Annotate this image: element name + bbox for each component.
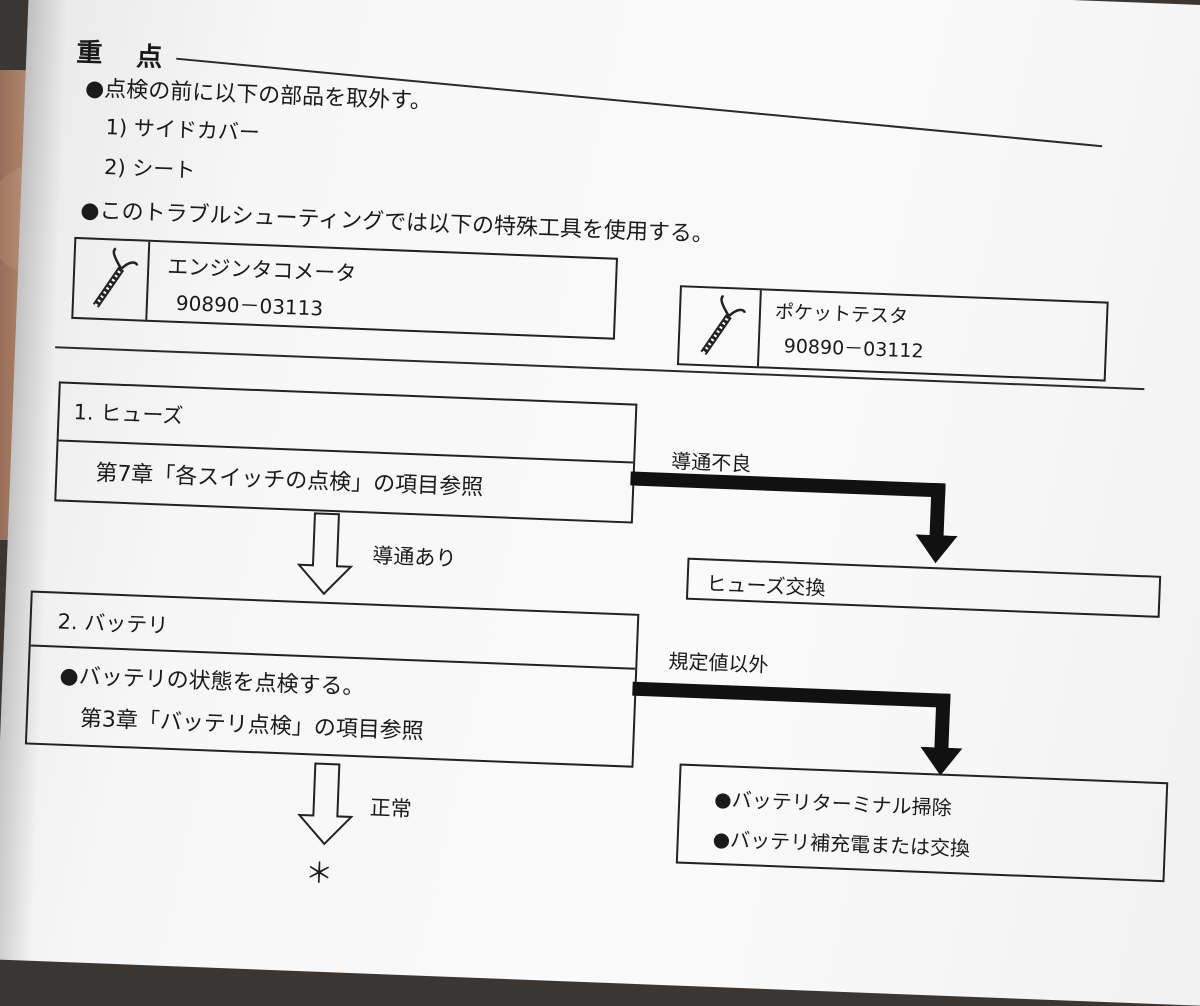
step2-action-box: ●バッテリターミナル掃除 ●バッテリ補充電または交換	[675, 763, 1169, 883]
tool-box-tachometer: エンジンタコメータ 90890－03113	[71, 236, 619, 340]
step1-ok-down-arrow-icon	[296, 512, 354, 596]
tool-box-divider	[145, 241, 151, 320]
step2-ng-arrow-horizontal	[632, 681, 951, 708]
step1-ng-arrowhead-icon	[915, 534, 958, 564]
step2-ok-down-arrow-icon	[297, 762, 354, 846]
step1-box: 1. ヒューズ 第7章「各スイッチの点検」の項目参照	[54, 381, 638, 524]
step1-ok-label: 導通あり	[371, 543, 457, 571]
tool-box-divider	[756, 290, 762, 367]
tool-part-tachometer: 90890－03113	[175, 290, 324, 321]
step2-ng-arrowhead-icon	[920, 746, 963, 776]
heading-title: 点	[135, 42, 163, 74]
step1-action: ヒューズ交換	[706, 571, 826, 600]
step2-ng-arrow-vertical	[934, 693, 951, 754]
heading-left-char: 重	[75, 37, 104, 69]
step2-action-line2: ●バッテリ補充電または交換	[712, 826, 971, 861]
tool-name-tachometer: エンジンタコメータ	[166, 254, 357, 286]
tachometer-probe-icon	[92, 247, 139, 308]
step1-title: 1. ヒューズ	[73, 400, 184, 429]
step2-title: 2. バッテリ	[57, 609, 169, 638]
step2-ok-label: 正常	[369, 795, 413, 822]
step2-body-line2: 第3章「バッテリ点検」の項目参照	[79, 706, 425, 745]
remove-item-side-cover: 1) サイドカバー	[105, 115, 261, 145]
step2-action-line1: ●バッテリターミナル掃除	[713, 786, 953, 820]
tester-probe-icon	[700, 294, 747, 356]
tool-box-pocket-tester: ポケットテスタ 90890－03112	[676, 285, 1109, 382]
continue-mark: ＊	[304, 856, 334, 891]
step1-body: 第7章「各スイッチの点検」の項目参照	[94, 460, 484, 501]
step2-body-line1: ●バッテリの状態を点検する。	[59, 663, 365, 701]
step2-ng-label: 規定値以外	[668, 649, 769, 677]
step1-ng-arrow-horizontal	[630, 471, 946, 498]
step1-ng-arrow-vertical	[929, 482, 946, 542]
tool-name-pocket-tester: ポケットテスタ	[774, 300, 909, 328]
step2-box: 2. バッテリ ●バッテリの状態を点検する。 第3章「バッテリ点検」の項目参照	[24, 590, 640, 768]
tool-part-pocket-tester: 90890－03112	[783, 335, 924, 363]
step1-ng-label: 導通不良	[670, 448, 752, 477]
remove-item-seat: 2) シート	[103, 155, 196, 183]
step1-action-box: ヒューズ交換	[685, 557, 1162, 618]
